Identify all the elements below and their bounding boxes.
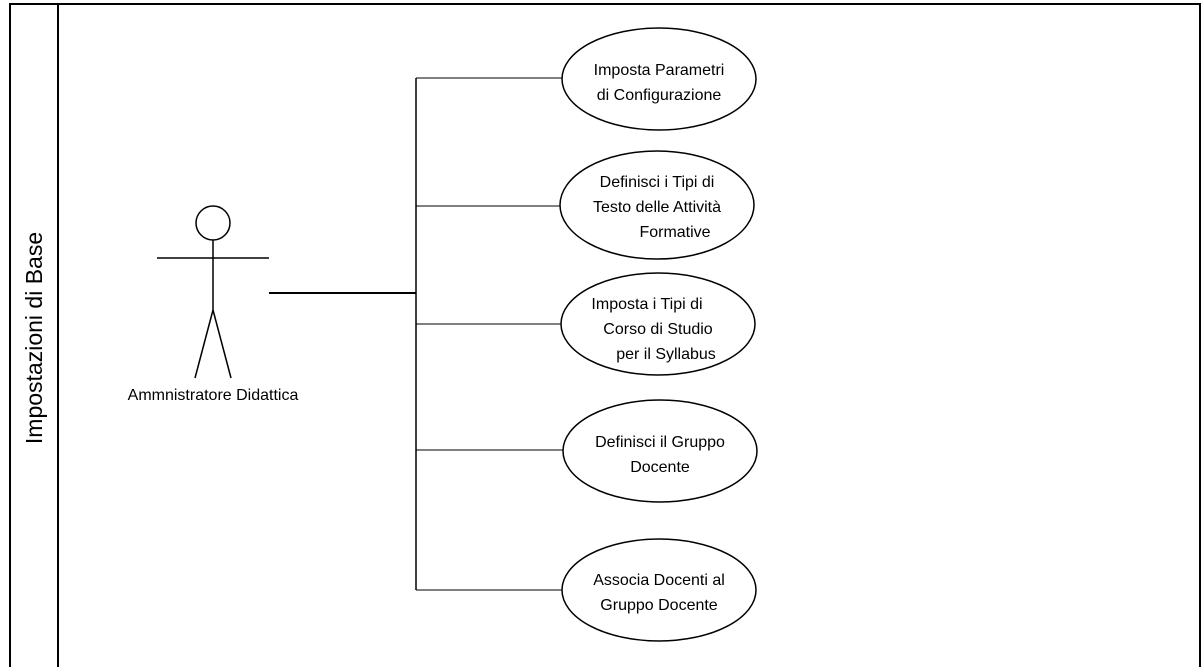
use-case-label-line: Associa Docenti al (593, 572, 725, 589)
use-case-2: Definisci i Tipi di Testo delle Attività… (559, 150, 755, 260)
use-case-label-line: Docente (630, 459, 690, 476)
use-case-ellipse (562, 399, 758, 503)
use-case-4: Definisci il Gruppo Docente (562, 399, 758, 503)
swimlane-title: Impostazioni di Base (21, 232, 47, 444)
use-case-ellipse (561, 27, 757, 131)
use-case-label-line: Formative (639, 224, 710, 241)
use-case-label-line: Gruppo Docente (600, 597, 718, 614)
use-case-label-line: Imposta Parametri (594, 62, 725, 79)
actor-label: Ammnistratore Didattica (128, 387, 299, 404)
use-case-3: Imposta i Tipi di Corso di Studio per il… (560, 272, 756, 376)
actor-right-leg (212, 309, 232, 379)
use-case-label-line: Definisci i Tipi di (600, 174, 715, 191)
use-case-ellipse (559, 150, 755, 260)
actor-figure (157, 205, 269, 379)
use-case-5: Associa Docenti al Gruppo Docente (561, 538, 757, 642)
swimlane-frame (9, 3, 1201, 667)
use-case-ellipse (560, 272, 756, 376)
use-case-ellipse (561, 538, 757, 642)
use-case-label-line: Definisci il Gruppo (595, 434, 725, 451)
actor-head (195, 205, 231, 241)
use-case-label-line: Corso di Studio (603, 321, 712, 338)
use-case-label-line: Testo delle Attività (593, 199, 721, 216)
use-case-1: Imposta Parametri di Configurazione (561, 27, 757, 131)
use-case-label-line: per il Syllabus (616, 346, 716, 363)
actor-left-leg (194, 309, 214, 379)
use-case-label-line: di Configurazione (597, 87, 722, 104)
use-case-label-line: Imposta i Tipi di (591, 296, 702, 313)
